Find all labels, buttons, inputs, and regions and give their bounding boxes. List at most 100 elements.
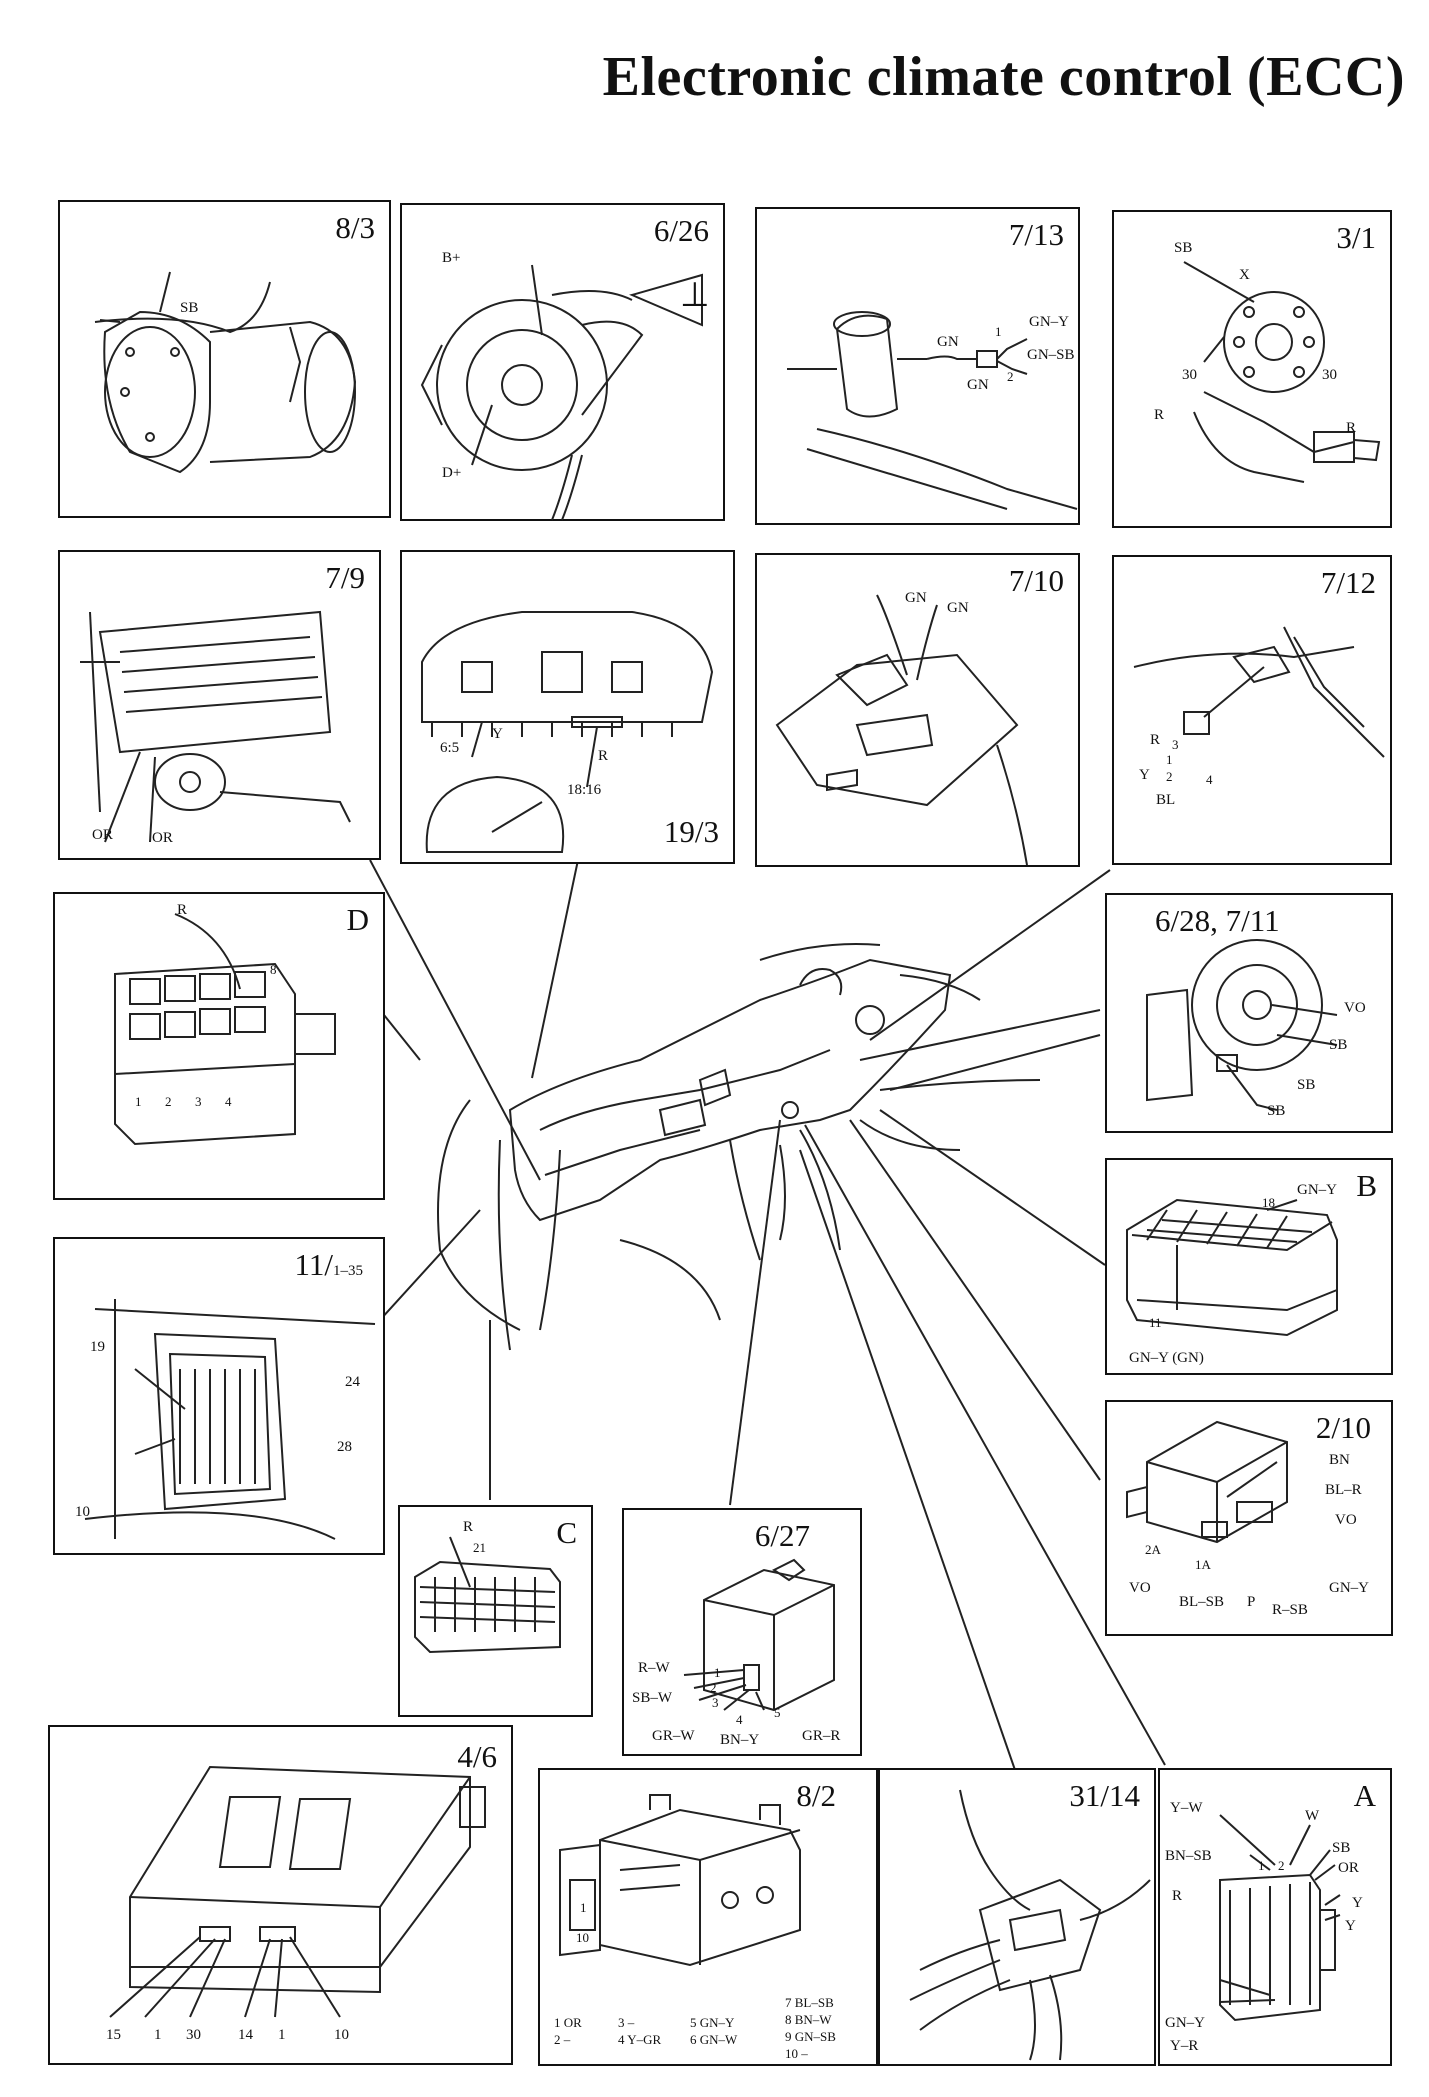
control-panel-drawing bbox=[775, 594, 1028, 866]
label-1-a: 1 bbox=[154, 2027, 162, 2043]
panel-3-1: 3/1 SB X 30 30 R R bbox=[1112, 210, 1392, 528]
label-pin-1: 1 bbox=[1258, 1858, 1265, 1873]
label-pin-5: 5 bbox=[774, 1705, 781, 1720]
label-pin-3: 3 bbox=[1172, 737, 1179, 752]
label-gn: GN bbox=[937, 334, 959, 350]
panel-31-14: 31/14 bbox=[878, 1768, 1156, 2066]
label-1-b: 1 bbox=[278, 2027, 286, 2043]
label-r-w: R–W bbox=[638, 1660, 670, 1676]
panel-title: 4/6 bbox=[457, 1739, 497, 1774]
label-sb: SB bbox=[180, 300, 199, 316]
legend-6-gn-w: 6 GN–W bbox=[690, 2032, 738, 2047]
panel-title: 7/10 bbox=[1008, 563, 1064, 598]
panel-8-2: 8/2 1 10 1 OR 2 – 3 – 4 Y–GR 5 GN–Y 6 GN… bbox=[538, 1768, 878, 2066]
label-gn-1: GN bbox=[905, 590, 927, 606]
label-bn: BN bbox=[1329, 1452, 1350, 1468]
legend-2: 2 – bbox=[554, 2032, 571, 2047]
label-gn-y-gn: GN–Y (GN) bbox=[1129, 1350, 1204, 1366]
fuse-box-drawing bbox=[84, 1299, 376, 1540]
label-pin-2: 2 bbox=[1278, 1858, 1285, 1873]
label-gn-y: GN–Y bbox=[1165, 2015, 1205, 2031]
leader-line-B bbox=[879, 1109, 1106, 1266]
connector-D-drawing bbox=[114, 913, 336, 1146]
label-sb-3: SB bbox=[1267, 1103, 1286, 1119]
label-gn-sb: GN–SB bbox=[1027, 347, 1075, 363]
label-pin-4: 4 bbox=[736, 1712, 743, 1727]
legend-9-gn-sb: 9 GN–SB bbox=[785, 2029, 836, 2044]
label-pin-10: 10 bbox=[576, 1930, 589, 1945]
panel-2-10: 2/10 BN BL–R VO 2A 1A VO BL–SB P R–SB GN… bbox=[1105, 1400, 1393, 1636]
label-vo: VO bbox=[1344, 1000, 1366, 1016]
label-d-plus: D+ bbox=[442, 465, 462, 481]
ac-compressor-drawing bbox=[94, 271, 357, 474]
panel-title: 3/1 bbox=[1336, 220, 1376, 255]
panel-title: C bbox=[556, 1515, 577, 1550]
panel-title: 6/26 bbox=[653, 213, 709, 248]
alternator-drawing bbox=[420, 264, 703, 521]
label-4: 4 bbox=[225, 1094, 232, 1109]
panel-7-9: 7/9 OR OR bbox=[58, 550, 381, 860]
panel-6-28-7-11: 6/28, 7/11 VO SB SB SB bbox=[1105, 893, 1393, 1133]
label-y-1: Y bbox=[1352, 1895, 1363, 1911]
evaporator-drawing bbox=[80, 610, 351, 843]
label-vo-left: VO bbox=[1129, 1580, 1151, 1596]
label-r: R bbox=[177, 902, 188, 918]
panel-B: B GN–Y 18 11 GN–Y (GN) bbox=[1105, 1158, 1393, 1375]
label-bl-r: BL–R bbox=[1325, 1482, 1362, 1498]
panel-title: 7/12 bbox=[1320, 565, 1376, 600]
label-10: 10 bbox=[334, 2027, 349, 2043]
label-sb: SB bbox=[1332, 1840, 1351, 1856]
connector-31-14-drawing bbox=[909, 1789, 1151, 2061]
label-28: 28 bbox=[337, 1439, 352, 1455]
label-pin-2: 2 bbox=[710, 1680, 717, 1695]
label-r: R bbox=[598, 748, 609, 764]
leader-line-6-28a bbox=[859, 1009, 1101, 1061]
label-10: 10 bbox=[75, 1504, 90, 1520]
label-sb-w: SB–W bbox=[632, 1690, 673, 1706]
blower-motor-drawing bbox=[1146, 939, 1338, 1111]
label-18: 18 bbox=[1262, 1195, 1275, 1210]
label-y-r: Y–R bbox=[1170, 2038, 1199, 2054]
panel-7-10: 7/10 GN GN bbox=[755, 553, 1080, 867]
panel-title: 6/28, 7/11 bbox=[1155, 903, 1280, 938]
panel-title: 6/27 bbox=[754, 1518, 810, 1553]
label-30: 30 bbox=[186, 2027, 201, 2043]
leader-line-A bbox=[804, 1124, 1166, 1766]
label-y-w: Y–W bbox=[1170, 1800, 1203, 1816]
label-gr-w: GR–W bbox=[652, 1728, 695, 1744]
label-r-sb: R–SB bbox=[1272, 1602, 1308, 1618]
panel-title: A bbox=[1353, 1778, 1376, 1813]
label-or: OR bbox=[1338, 1860, 1359, 1876]
label-r-right: R bbox=[1346, 420, 1357, 436]
label-x: X bbox=[1239, 267, 1250, 283]
pressure-switch-drawing bbox=[787, 311, 1078, 510]
label-r: R bbox=[463, 1519, 474, 1535]
legend-1-or: 1 OR bbox=[554, 2015, 582, 2030]
label-8: 8 bbox=[270, 962, 277, 977]
label-sb-1: SB bbox=[1329, 1037, 1348, 1053]
control-module-drawing bbox=[1126, 1420, 1288, 1544]
sensor-connector-drawing bbox=[1133, 626, 1385, 758]
panel-title: 11/1–35 bbox=[295, 1247, 363, 1283]
label-6-5: 6:5 bbox=[440, 740, 460, 756]
label-15: 15 bbox=[106, 2027, 121, 2043]
label-gn-2: GN bbox=[947, 600, 969, 616]
label-y-2: Y bbox=[1345, 1918, 1356, 1934]
panel-19-3: 19/3 6:5 Y R 18:16 bbox=[400, 550, 735, 864]
panel-6-27: 6/27 R–W 1 2 SB–W 3 GR–W 4 BN–Y 5 GR–R bbox=[622, 1508, 862, 1756]
panel-C: C R 21 bbox=[398, 1505, 593, 1717]
label-11: 11 bbox=[1149, 1315, 1162, 1330]
label-24: 24 bbox=[345, 1374, 360, 1390]
label-gr-r: GR–R bbox=[802, 1728, 841, 1744]
label-14: 14 bbox=[238, 2027, 253, 2043]
label-18-16: 18:16 bbox=[567, 782, 602, 798]
legend-10: 10 – bbox=[785, 2046, 808, 2061]
legend-3: 3 – bbox=[618, 2015, 635, 2030]
ground-symbol: ⊥ bbox=[680, 277, 710, 314]
label-21: 21 bbox=[473, 1540, 486, 1555]
panel-title: B bbox=[1356, 1168, 1377, 1203]
label-19: 19 bbox=[90, 1339, 105, 1355]
panel-A: A Y–W W BN–SB 1 2 SB OR R Y Y GN–Y Y–R bbox=[1158, 1768, 1392, 2066]
